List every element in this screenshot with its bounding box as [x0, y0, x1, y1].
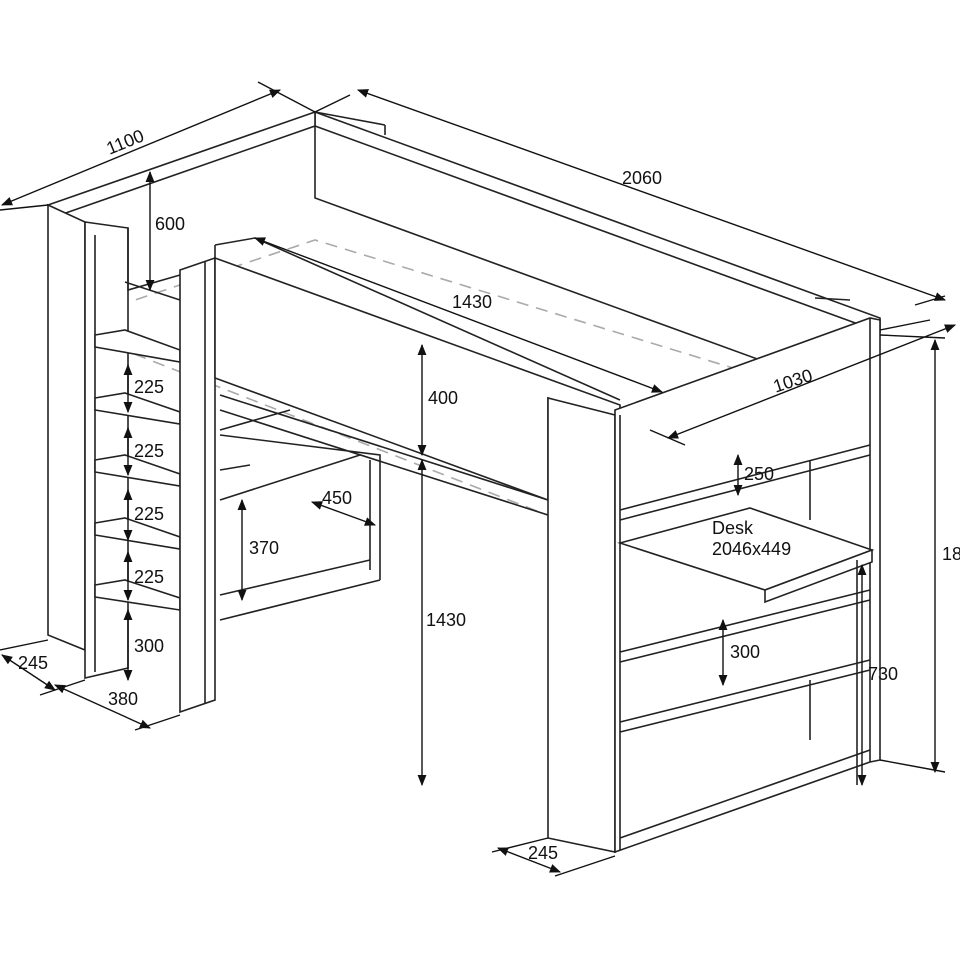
dim-730: 730 [868, 664, 898, 684]
dim-245-left: 245 [18, 653, 48, 673]
dim-250: 250 [744, 464, 774, 484]
dim-380: 380 [108, 689, 138, 709]
dim-225-3: 225 [134, 504, 164, 524]
dim-225-4: 225 [134, 567, 164, 587]
dimension-lines [0, 81, 957, 877]
dim-400: 400 [428, 388, 458, 408]
dim-300-left: 300 [134, 636, 164, 656]
dim-370: 370 [249, 538, 279, 558]
dim-total-height: 18 [942, 544, 960, 564]
dim-300-right: 300 [730, 642, 760, 662]
dim-245-right: 245 [528, 843, 558, 863]
dim-225-1: 225 [134, 377, 164, 397]
dim-2060: 2060 [622, 168, 662, 188]
dimension-labels: 1100 2060 600 1430 1030 400 1430 250 Des… [18, 126, 960, 863]
dim-450: 450 [322, 488, 352, 508]
dim-600: 600 [155, 214, 185, 234]
dim-1430-rail: 1430 [452, 292, 492, 312]
dim-225-2: 225 [134, 441, 164, 461]
desk-size: 2046x449 [712, 539, 791, 559]
dim-1430-clearance: 1430 [426, 610, 466, 630]
desk-label: Desk [712, 518, 754, 538]
